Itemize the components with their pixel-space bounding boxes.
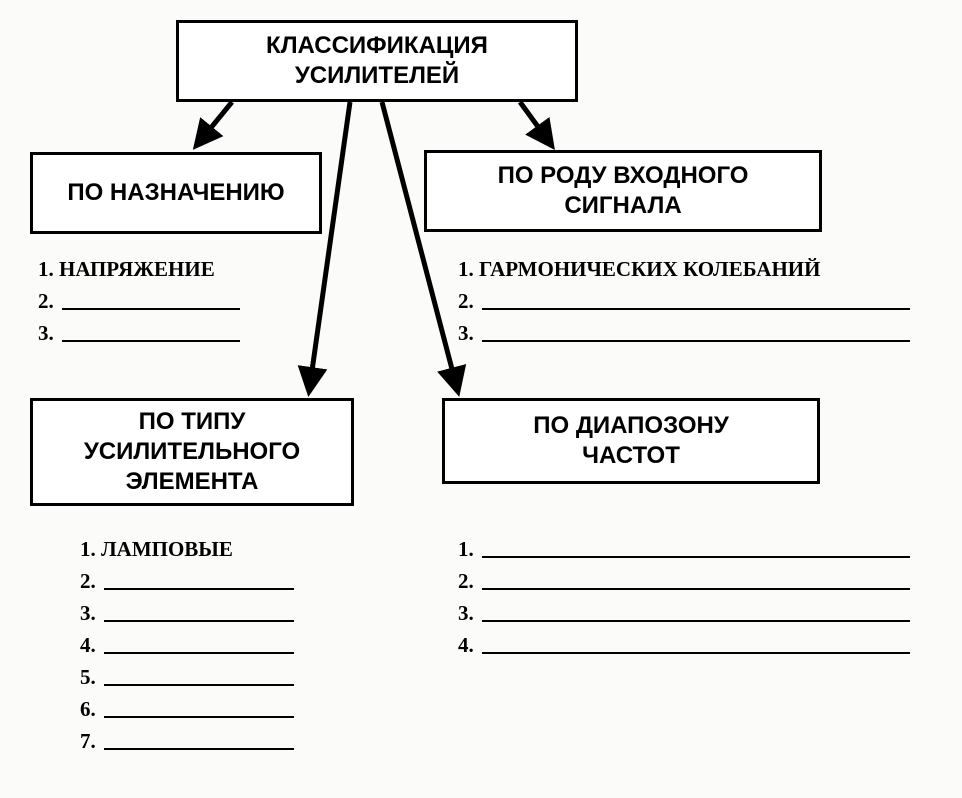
- list-item: 5.: [80, 658, 294, 690]
- root-title-line2: УСИЛИТЕЛЕЙ: [294, 62, 460, 89]
- list-item: 3.: [38, 314, 240, 346]
- root-box: КЛАССИФИКАЦИЯ УСИЛИТЕЛЕЙ: [176, 20, 578, 102]
- list-item: 1. ЛАМПОВЫЕ: [80, 537, 233, 561]
- frequency-title-line1: ПО ДИАПОЗОНУ: [533, 412, 729, 439]
- blank-line[interactable]: [481, 620, 910, 622]
- list-item: 1. ГАРМОНИЧЕСКИХ КОЛЕБАНИЙ: [458, 257, 821, 281]
- blank-line[interactable]: [481, 340, 910, 342]
- blank-line[interactable]: [481, 588, 910, 590]
- blank-line[interactable]: [103, 716, 294, 718]
- list-item: 4.: [458, 626, 910, 658]
- list-item: 1.: [458, 530, 910, 562]
- list-item: 6.: [80, 690, 294, 722]
- signal-title-line1: ПО РОДУ ВХОДНОГО: [497, 162, 749, 189]
- element-list: 1. ЛАМПОВЫЕ 2. 3. 4. 5. 6. 7.: [80, 530, 294, 754]
- blank-line[interactable]: [481, 556, 910, 558]
- list-item: 2.: [458, 562, 910, 594]
- frequency-title-line2: ЧАСТОТ: [582, 442, 680, 469]
- signal-box: ПО РОДУ ВХОДНОГО СИГНАЛА: [424, 150, 822, 232]
- blank-line[interactable]: [103, 652, 294, 654]
- element-title-line1: ПО ТИПУ: [138, 408, 246, 435]
- root-title-line1: КЛАССИФИКАЦИЯ: [266, 32, 488, 59]
- blank-line[interactable]: [103, 588, 294, 590]
- frequency-list: 1. 2. 3. 4.: [458, 530, 910, 658]
- arrow-to-signal: [517, 100, 555, 151]
- blank-line[interactable]: [481, 652, 910, 654]
- signal-list: 1. ГАРМОНИЧЕСКИХ КОЛЕБАНИЙ 2. 3.: [458, 250, 910, 346]
- blank-line[interactable]: [61, 308, 240, 310]
- signal-title-line2: СИГНАЛА: [564, 192, 682, 219]
- arrow-to-purpose: [192, 100, 234, 150]
- blank-line[interactable]: [61, 340, 240, 342]
- list-item: 2.: [80, 562, 294, 594]
- frequency-box: ПО ДИАПОЗОНУ ЧАСТОТ: [442, 398, 820, 484]
- list-item: 7.: [80, 722, 294, 754]
- list-item: 4.: [80, 626, 294, 658]
- element-box: ПО ТИПУ УСИЛИТЕЛЬНОГО ЭЛЕМЕНТА: [30, 398, 354, 506]
- list-item: 1. НАПРЯЖЕНИЕ: [38, 257, 215, 281]
- list-item: 2.: [458, 282, 910, 314]
- list-item: 3.: [458, 594, 910, 626]
- blank-line[interactable]: [103, 748, 294, 750]
- purpose-title: ПО НАЗНАЧЕНИЮ: [67, 179, 285, 206]
- element-title-line2: УСИЛИТЕЛЬНОГО: [83, 438, 301, 465]
- list-item: 2.: [38, 282, 240, 314]
- element-title-line3: ЭЛЕМЕНТА: [125, 468, 259, 495]
- arrow-to-element: [297, 101, 353, 397]
- blank-line[interactable]: [481, 308, 910, 310]
- list-item: 3.: [80, 594, 294, 626]
- blank-line[interactable]: [103, 620, 294, 622]
- purpose-list: 1. НАПРЯЖЕНИЕ 2. 3.: [38, 250, 240, 346]
- arrow-to-frequency: [379, 101, 467, 397]
- purpose-box: ПО НАЗНАЧЕНИЮ: [30, 152, 322, 234]
- list-item: 3.: [458, 314, 910, 346]
- blank-line[interactable]: [103, 684, 294, 686]
